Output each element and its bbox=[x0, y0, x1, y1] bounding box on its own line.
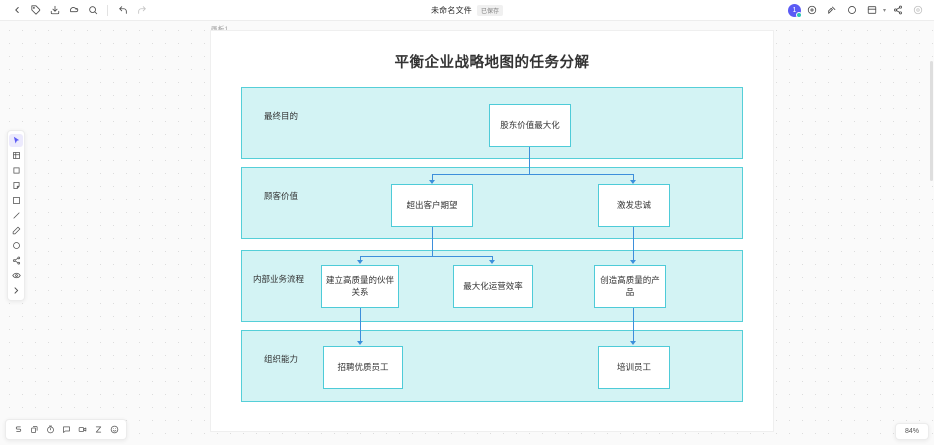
sticky-note-tool-icon[interactable] bbox=[9, 179, 23, 192]
band-label-org-capability: 组织能力 bbox=[264, 354, 299, 364]
node-train-staff[interactable]: 培训员工 bbox=[598, 346, 670, 389]
edge-n2-split bbox=[360, 256, 493, 258]
edge-n6-to-n8 bbox=[633, 308, 635, 342]
comment-icon[interactable] bbox=[844, 2, 861, 19]
layout-icon[interactable] bbox=[864, 2, 881, 19]
tool-rail bbox=[7, 130, 25, 301]
edge-n2-down bbox=[432, 227, 434, 257]
tag-icon[interactable] bbox=[27, 2, 44, 19]
band-label-final-goal: 最终目的 bbox=[264, 111, 299, 121]
edge-n1-down bbox=[529, 147, 531, 175]
presentation-icon[interactable] bbox=[824, 2, 841, 19]
undo-icon[interactable] bbox=[114, 2, 131, 19]
arrowhead-n5 bbox=[489, 260, 495, 264]
help-icon[interactable] bbox=[909, 2, 926, 19]
bottom-toolbar bbox=[5, 419, 127, 440]
more-tools-icon[interactable] bbox=[9, 284, 23, 297]
frame-tool-icon[interactable] bbox=[9, 149, 23, 162]
emoji-icon[interactable] bbox=[107, 423, 121, 437]
top-toolbar-right-group: 1 ▾ bbox=[787, 2, 934, 19]
document-title[interactable]: 未命名文件 bbox=[430, 6, 472, 15]
node-inspire-loyalty[interactable]: 激发忠诚 bbox=[598, 184, 670, 227]
diagram-title: 平衡企业战略地图的任务分解 bbox=[394, 55, 590, 71]
avatar[interactable]: 1 bbox=[787, 3, 802, 18]
shape-tool-icon[interactable] bbox=[9, 164, 23, 177]
artboard-page[interactable]: 平衡企业战略地图的任务分解 最终目的 股东价值最大化 顾客价值 超出客户期望 激… bbox=[211, 31, 773, 431]
select-tool-icon[interactable] bbox=[9, 134, 23, 147]
canvas-area[interactable]: 画板1 平衡企业战略地图的任务分解 最终目的 股东价值最大化 顾客价值 超出客户… bbox=[0, 21, 934, 445]
save-status-badge: 已保存 bbox=[476, 5, 503, 16]
edge-n3-to-n6 bbox=[633, 227, 635, 261]
band-label-customer-value: 顾客价值 bbox=[264, 191, 299, 201]
redo-icon[interactable] bbox=[133, 2, 150, 19]
share-icon[interactable] bbox=[889, 2, 906, 19]
node-shareholder-value[interactable]: 股东价值最大化 bbox=[489, 104, 571, 147]
rectangle-tool-icon[interactable] bbox=[9, 194, 23, 207]
connector-tool-icon[interactable] bbox=[9, 254, 23, 267]
eye-tool-icon[interactable] bbox=[9, 269, 23, 282]
arrowhead-n2 bbox=[429, 180, 435, 184]
edge-n2-to-n4 bbox=[360, 256, 362, 261]
copy-icon[interactable] bbox=[27, 423, 41, 437]
save-icon[interactable] bbox=[46, 2, 63, 19]
band-label-internal-process: 内部业务流程 bbox=[253, 274, 305, 284]
line-tool-icon[interactable] bbox=[9, 209, 23, 222]
edge-n1-to-n2 bbox=[432, 174, 434, 181]
chat-icon[interactable] bbox=[59, 423, 73, 437]
node-build-partnerships[interactable]: 建立高质量的伙伴关系 bbox=[321, 265, 399, 308]
node-maximize-efficiency[interactable]: 最大化运营效率 bbox=[453, 265, 533, 308]
history-icon[interactable] bbox=[804, 2, 821, 19]
ellipse-tool-icon[interactable] bbox=[9, 239, 23, 252]
edge-n2-to-n5 bbox=[492, 256, 494, 261]
zoom-level-indicator[interactable]: 84% bbox=[894, 423, 929, 440]
arrowhead-n3 bbox=[630, 180, 636, 184]
zoom-letter-icon[interactable] bbox=[91, 423, 105, 437]
arrowhead-n6 bbox=[630, 260, 636, 264]
document-title-group: 未命名文件 已保存 bbox=[0, 0, 934, 21]
arrowhead-n7 bbox=[357, 341, 363, 345]
pen-tool-icon[interactable] bbox=[9, 224, 23, 237]
cloud-icon[interactable] bbox=[65, 2, 82, 19]
chevron-down-icon[interactable]: ▾ bbox=[882, 7, 886, 14]
timer-icon[interactable] bbox=[43, 423, 57, 437]
node-create-quality-products[interactable]: 创造高质量的产品 bbox=[594, 265, 666, 308]
node-exceed-expectations[interactable]: 超出客户期望 bbox=[391, 184, 473, 227]
top-toolbar-left-group bbox=[0, 2, 150, 19]
node-recruit-quality-staff[interactable]: 招聘优质员工 bbox=[323, 346, 403, 389]
vertical-scrollbar[interactable] bbox=[930, 61, 933, 181]
arrowhead-n8 bbox=[630, 341, 636, 345]
edge-n1-to-n3 bbox=[633, 174, 635, 181]
search-icon[interactable] bbox=[84, 2, 101, 19]
back-icon[interactable] bbox=[8, 2, 25, 19]
artboard-label[interactable]: 画板1 bbox=[211, 26, 229, 33]
top-toolbar: 未命名文件 已保存 1 ▾ bbox=[0, 0, 934, 21]
edge-n4-to-n7 bbox=[360, 308, 362, 342]
sitemap-icon[interactable] bbox=[11, 423, 25, 437]
edge-n1-split bbox=[432, 174, 634, 176]
toolbar-divider bbox=[107, 4, 108, 16]
arrowhead-n4 bbox=[357, 260, 363, 264]
video-icon[interactable] bbox=[75, 423, 89, 437]
